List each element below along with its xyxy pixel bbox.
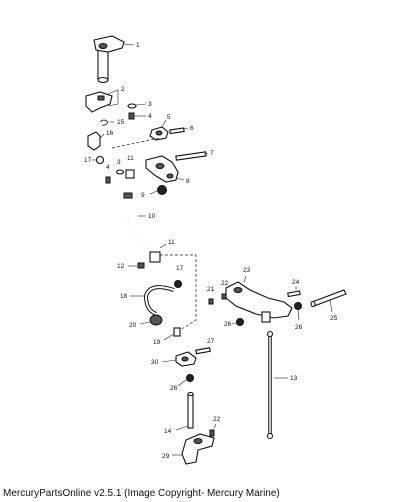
callout-2: 2 xyxy=(121,86,125,93)
callout-22-lower: 22 xyxy=(213,416,221,423)
part-29-lower-arm xyxy=(181,433,215,465)
part-15-clip xyxy=(99,119,109,126)
part-26-nut-right xyxy=(294,302,302,310)
callout-8: 8 xyxy=(186,178,190,185)
part-25-shift-rod xyxy=(310,289,347,308)
part-7-rod xyxy=(175,151,207,161)
callout-17-lower: 17 xyxy=(176,265,184,272)
callout-9: 9 xyxy=(141,192,145,199)
callout-30: 30 xyxy=(151,359,159,366)
part-10-link-cable xyxy=(127,196,151,253)
callout-15: 15 xyxy=(117,119,125,126)
callout-21: 21 xyxy=(207,286,215,293)
callout-3-lower: 3 xyxy=(117,159,121,166)
part-14-short-rod xyxy=(187,391,194,429)
callout-11-lower: 11 xyxy=(168,239,175,246)
part-26-nut-lower xyxy=(186,374,194,382)
callout-6: 6 xyxy=(190,125,194,132)
part-13-vertical-rod xyxy=(266,330,274,440)
callout-26-lower: 26 xyxy=(170,385,178,392)
part-19-bushing xyxy=(173,327,181,337)
callout-5: 5 xyxy=(167,114,171,121)
part-11-block-lower xyxy=(149,251,161,263)
callout-25: 25 xyxy=(330,315,338,322)
part-5-swivel-block xyxy=(149,126,169,141)
callout-23: 23 xyxy=(243,267,251,274)
part-20-cap xyxy=(149,314,163,326)
callout-3-upper: 3 xyxy=(148,101,152,108)
part-17-nut-lower xyxy=(174,280,182,288)
callout-29: 29 xyxy=(162,453,170,460)
callout-11-upper: 11 xyxy=(127,155,134,162)
callout-4-upper: 4 xyxy=(148,113,152,120)
part-6-stud xyxy=(169,127,185,135)
callout-12: 12 xyxy=(117,263,125,270)
part-3-washer-upper xyxy=(127,103,137,109)
callout-22-upper: 22 xyxy=(221,280,229,287)
callout-17-upper: 17 xyxy=(84,157,92,164)
part-26-nut-left xyxy=(236,318,244,326)
callout-27: 27 xyxy=(207,338,215,345)
part-4-screw-lower xyxy=(105,176,111,184)
callout-13: 13 xyxy=(290,375,298,382)
part-11-block-upper xyxy=(125,169,135,179)
part-22-screw-lower xyxy=(209,429,215,437)
part-22-screw-upper xyxy=(221,293,227,300)
part-9-locknut xyxy=(157,185,167,195)
part-4-screw-upper xyxy=(128,112,135,120)
callout-14: 14 xyxy=(164,428,172,435)
part-23-shift-lever-plate xyxy=(225,281,293,323)
part-17-nut-upper xyxy=(95,155,105,165)
callout-18: 18 xyxy=(120,293,128,300)
part-16-link-arm xyxy=(87,131,101,151)
part-12-screw xyxy=(137,262,145,269)
exploded-parts-diagram: 1 2 3 4 15 5 6 xyxy=(84,35,347,465)
part-27-pin xyxy=(195,347,211,355)
part-24-pin xyxy=(287,290,301,298)
callout-26-right: 26 xyxy=(295,324,303,331)
part-1-shift-shaft-arm xyxy=(93,35,125,84)
callout-16: 16 xyxy=(106,130,114,137)
callout-19: 19 xyxy=(153,339,161,346)
callout-1: 1 xyxy=(136,42,140,49)
part-30-swivel xyxy=(175,351,197,367)
copyright-footer: MercuryPartsOnline v2.5.1 (Image Copyrig… xyxy=(0,486,400,502)
callout-10: 10 xyxy=(148,213,156,220)
part-2-arm-bracket xyxy=(85,91,113,113)
callout-24: 24 xyxy=(292,279,300,286)
part-21-screw xyxy=(208,298,214,305)
callout-7: 7 xyxy=(210,150,214,157)
part-8-bellcrank xyxy=(145,155,179,183)
part-3-washer-lower xyxy=(115,169,125,175)
callout-20: 20 xyxy=(129,322,137,329)
callout-4-lower: 4 xyxy=(106,164,110,171)
callout-26-left: 26 xyxy=(224,321,232,328)
